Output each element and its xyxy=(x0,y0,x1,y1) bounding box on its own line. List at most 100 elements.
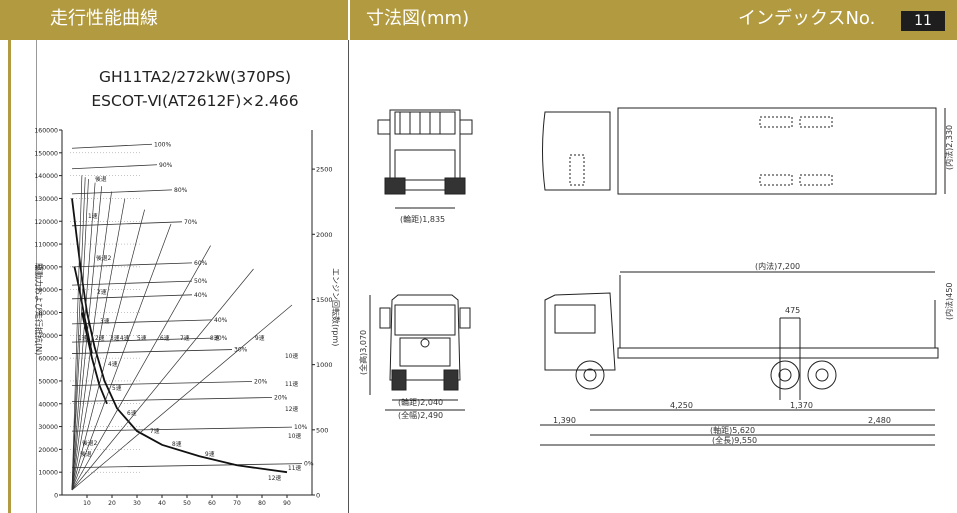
gear-label: 5速 xyxy=(137,335,147,342)
grade-line xyxy=(71,337,213,343)
grade-label: 20% xyxy=(274,394,288,401)
x-tick-label: 70 xyxy=(233,500,241,507)
gear-label: 後退2 xyxy=(82,439,98,447)
grade-line xyxy=(71,262,193,268)
grade-label: 70% xyxy=(184,219,198,226)
grade-line xyxy=(71,221,183,227)
grade-line xyxy=(71,143,153,149)
gear-line xyxy=(71,186,103,491)
x-tick-label: 20 xyxy=(108,500,116,507)
dim-wheelbase: (軸距)5,620 xyxy=(710,425,755,435)
gear-label: 11速 xyxy=(288,465,301,472)
gear-label: 1速 xyxy=(88,213,98,220)
gear-line xyxy=(71,245,211,491)
dim-front-overhang: 1,390 xyxy=(553,416,576,425)
x-tick-label: 90 xyxy=(283,500,291,507)
y-tick-label: 60000 xyxy=(38,356,58,363)
driving-force-curve xyxy=(81,312,108,405)
gear-label: 10速 xyxy=(285,353,298,360)
gear-label: 12速 xyxy=(268,475,281,482)
grade-line xyxy=(71,426,293,432)
gear-line xyxy=(71,178,89,491)
gear-label: 8速 xyxy=(210,335,220,342)
grade-label: 100% xyxy=(154,141,171,148)
dim-front-axle-width: (輪距)1,835 xyxy=(400,214,445,224)
y2-tick-label: 1000 xyxy=(316,361,333,369)
dim-overall-length: (全長)9,550 xyxy=(712,435,757,445)
cab-front-top-view xyxy=(377,109,473,209)
gear-line xyxy=(71,182,96,491)
y-tick-label: 70000 xyxy=(38,333,58,340)
dim-rear-overhang: 2,480 xyxy=(868,416,891,425)
gear-label: 2速 xyxy=(95,335,105,342)
x-tick-label: 50 xyxy=(183,500,191,507)
index-number-badge: 11 xyxy=(901,11,945,31)
y2-tick-label: 2000 xyxy=(316,231,333,239)
gear-line xyxy=(71,177,86,491)
y-tick-label: 10000 xyxy=(38,470,58,477)
dim-4250: 4,250 xyxy=(670,401,693,410)
gear-label: 3速 xyxy=(110,335,120,342)
gear-label: 後退 xyxy=(95,175,107,183)
grade-label: 30% xyxy=(234,347,248,354)
gear-label: 7速 xyxy=(180,335,190,342)
y-tick-label: 100000 xyxy=(34,264,58,271)
gear-line xyxy=(71,304,293,491)
y-tick-label: 140000 xyxy=(34,173,58,180)
gear-label: 後退 xyxy=(80,450,92,458)
y-tick-label: 50000 xyxy=(38,378,58,385)
y-tick-label: 80000 xyxy=(38,310,58,317)
gear-label: 4速 xyxy=(120,335,130,342)
chart-grade-lines: 100%90%80%70%60%50%40%40%30%30%20%20%10%… xyxy=(70,141,314,473)
dim-inner-height: (内法)450 xyxy=(944,282,954,320)
chart-title-line2: ESCOT-Ⅵ(AT2612F)×2.466 xyxy=(91,92,299,110)
left-axis-label: 駆動力および走行抵抗(N) xyxy=(34,263,44,355)
gear-label: 9速 xyxy=(255,335,265,342)
grade-line xyxy=(71,463,303,469)
x-tick-label: 40 xyxy=(158,500,166,507)
gear-label: 8速 xyxy=(172,441,182,448)
cab-front-elevation xyxy=(369,294,471,411)
dim-1370: 1,370 xyxy=(790,401,813,410)
header-separator xyxy=(348,0,350,40)
dim-inner-width: (内法)2,330 xyxy=(944,125,954,170)
grade-line xyxy=(71,294,193,300)
chart-axes: 0100002000030000400005000060000700008000… xyxy=(34,128,332,508)
gear-line xyxy=(71,223,172,491)
column-divider xyxy=(348,40,349,513)
grade-label: 50% xyxy=(194,278,208,285)
y-tick-label: 130000 xyxy=(34,196,58,203)
y-tick-label: 110000 xyxy=(34,242,58,249)
gear-label: 6速 xyxy=(160,335,170,342)
performance-chart: 0100002000030000400005000060000700008000… xyxy=(34,128,341,508)
grade-label: 40% xyxy=(194,292,208,299)
header-index-label: インデックスNo. xyxy=(738,8,876,29)
left-frame-bar xyxy=(8,40,11,513)
grade-line xyxy=(71,381,253,386)
gear-label: 10速 xyxy=(288,433,301,440)
y-tick-label: 30000 xyxy=(38,424,58,431)
grade-label: 40% xyxy=(214,317,228,324)
gear-label: 11速 xyxy=(285,381,298,388)
dim-overall-height: (全高)3,070 xyxy=(358,330,368,375)
gear-label: 後退2 xyxy=(96,254,112,262)
x-tick-label: 60 xyxy=(208,500,216,507)
y2-tick-label: 0 xyxy=(316,492,320,500)
chart-title-line1: GH11TA2/272kW(370PS) xyxy=(98,68,292,86)
x-tick-label: 10 xyxy=(83,500,91,507)
grade-line xyxy=(71,319,213,325)
y2-tick-label: 1500 xyxy=(316,296,333,304)
grade-label: 20% xyxy=(254,379,268,386)
grade-line xyxy=(71,397,273,402)
truck-side-elevation xyxy=(540,271,939,446)
grade-label: 0% xyxy=(304,461,314,468)
grade-line xyxy=(71,189,173,195)
y-tick-label: 150000 xyxy=(34,150,58,157)
grade-line xyxy=(71,349,233,354)
y-tick-label: 40000 xyxy=(38,401,58,408)
gear-label: 7速 xyxy=(150,428,160,435)
y-tick-label: 90000 xyxy=(38,287,58,294)
dim-475: 475 xyxy=(785,306,800,315)
gear-label: 1速 xyxy=(78,335,88,342)
